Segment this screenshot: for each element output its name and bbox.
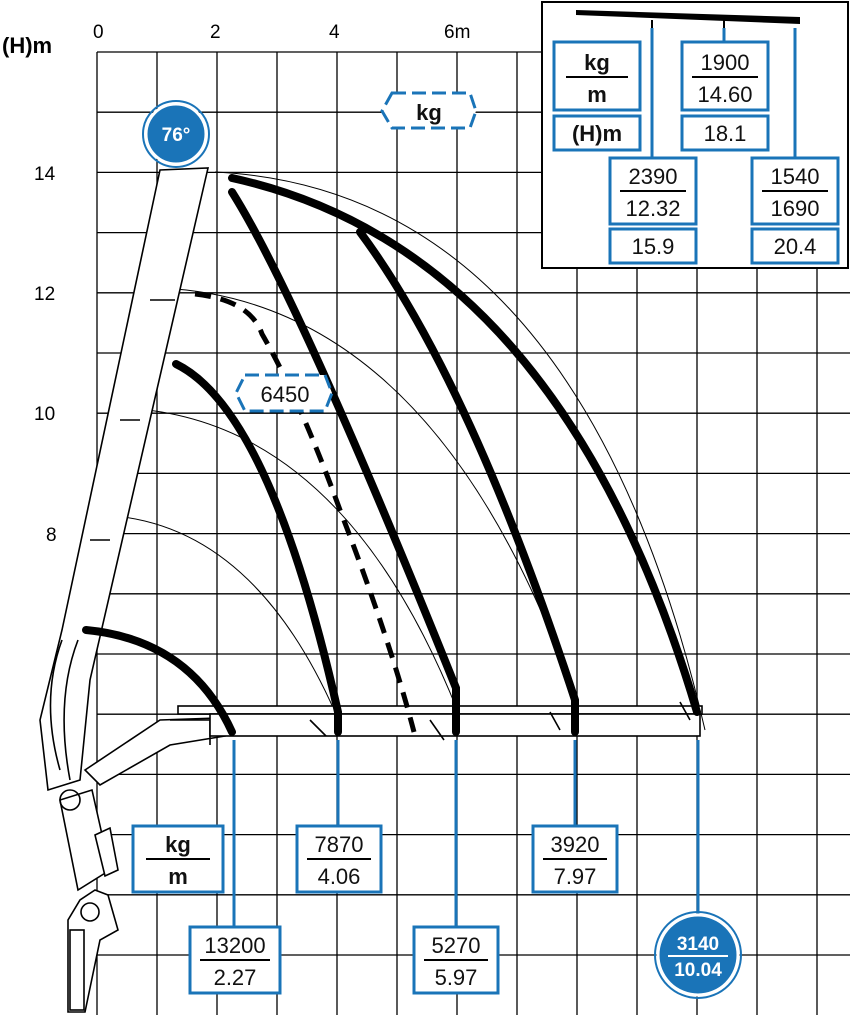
reach-arcs xyxy=(99,171,706,731)
inset-c-h: 20.4 xyxy=(774,234,817,259)
inset-a-h: 18.1 xyxy=(704,121,747,146)
legend-m: m xyxy=(168,864,188,889)
load-curve-3920 xyxy=(356,228,579,736)
max-reach-kg: 3140 xyxy=(677,934,719,955)
legend-kg-m: kg m xyxy=(131,824,225,894)
angle-badge: 76° xyxy=(142,100,210,168)
load-box-kg: 5270 xyxy=(432,933,481,958)
inset-legend-kg: kg xyxy=(584,50,610,75)
load-box-5270: 5270 5.97 xyxy=(412,925,500,995)
inset-c-kg: 1540 xyxy=(771,164,820,189)
y-tick-10: 10 xyxy=(34,404,55,425)
inset-legend-m: m xyxy=(587,82,607,107)
max-reach-m: 10.04 xyxy=(674,960,722,981)
load-curve-3140 xyxy=(228,174,701,716)
inset-b-m: 12.32 xyxy=(625,196,680,221)
load-box-kg: 13200 xyxy=(204,933,265,958)
y-axis-ticks: 14 12 10 8 xyxy=(34,164,57,546)
inset-c-m: 1690 xyxy=(771,196,820,221)
inset-a-kg: 1900 xyxy=(701,50,750,75)
load-box-m: 2.27 xyxy=(214,965,257,990)
load-curve-5270 xyxy=(228,188,460,736)
x-tick-4: 4 xyxy=(329,22,340,43)
inset-panel: kg m (H)m 1900 14.60 18.1 2390 12.32 15.… xyxy=(541,1,849,269)
dashed-load-tag: 6450 xyxy=(234,373,334,413)
dashed-load-value: 6450 xyxy=(261,382,310,407)
load-curve-13200 xyxy=(82,626,236,736)
legend-kg: kg xyxy=(165,832,191,857)
kg-tag-label: kg xyxy=(416,100,442,125)
load-box-kg: 7870 xyxy=(315,832,364,857)
leader-lines xyxy=(232,740,700,926)
max-reach-badge: 3140 10.04 xyxy=(654,911,742,999)
inset-a-m: 14.60 xyxy=(697,82,752,107)
x-axis-ticks: 0 2 4 6m xyxy=(93,22,470,43)
load-box-m: 5.97 xyxy=(435,965,478,990)
kg-tag: kg xyxy=(380,91,478,130)
load-box-13200: 13200 2.27 xyxy=(188,925,282,995)
angle-value: 76° xyxy=(162,125,191,146)
x-tick-0: 0 xyxy=(93,22,104,43)
load-box-3920: 3920 7.97 xyxy=(531,824,619,894)
inset-b-h: 15.9 xyxy=(632,234,675,259)
x-tick-6m: 6m xyxy=(444,22,470,43)
x-tick-2: 2 xyxy=(210,22,221,43)
load-box-kg: 3920 xyxy=(551,832,600,857)
y-axis-title: (H)m xyxy=(2,33,52,58)
y-tick-12: 12 xyxy=(34,284,55,305)
y-tick-14: 14 xyxy=(34,164,56,185)
load-box-7870: 7870 4.06 xyxy=(295,824,383,894)
load-curve-7870 xyxy=(172,360,342,736)
y-tick-8: 8 xyxy=(46,525,57,546)
inset-legend-h: (H)m xyxy=(572,121,622,146)
load-box-m: 4.06 xyxy=(318,864,361,889)
load-box-m: 7.97 xyxy=(554,864,597,889)
load-curve-6450-dashed xyxy=(194,291,417,733)
inset-b-kg: 2390 xyxy=(629,164,678,189)
